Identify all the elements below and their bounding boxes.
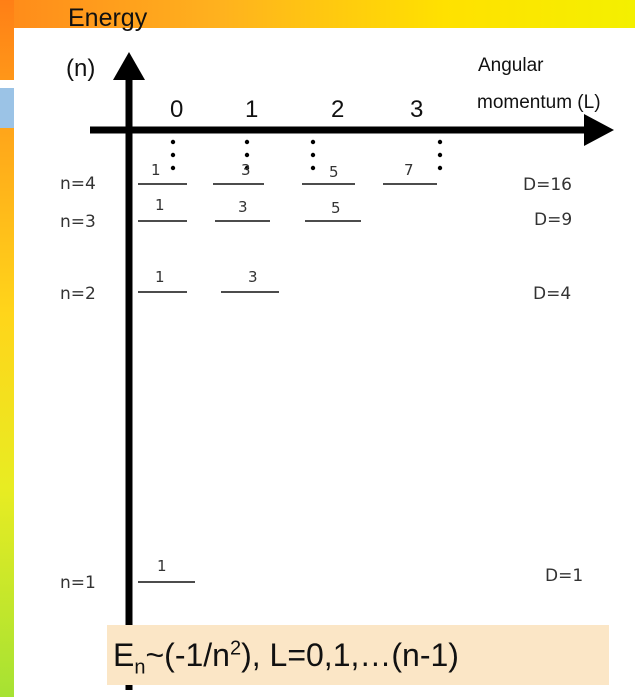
angular-momentum-axis-arrowhead <box>584 114 614 146</box>
left-band-gap <box>0 80 14 88</box>
sublevel-n4-l3: 7 <box>404 161 414 179</box>
degeneracy-n1: D=1 <box>545 566 584 586</box>
x-axis-title-line1: Angular <box>478 55 544 76</box>
sublevel-n4-l1: 3 <box>241 161 251 179</box>
sublevel-n3-l1: 3 <box>238 198 248 216</box>
level-label-n1: n=1 <box>60 573 96 593</box>
continuation-dots <box>170 139 443 171</box>
sublevel-n4-l0: 1 <box>151 161 161 179</box>
degeneracy-n4: D=16 <box>523 175 572 195</box>
sublevel-n2-l1: 3 <box>248 268 258 286</box>
x-tick-1: 1 <box>245 96 259 123</box>
top-gradient-band <box>0 0 635 28</box>
energy-formula: En~(-1/n2), L=0,1,…(n-1) <box>113 637 459 679</box>
y-axis-title: Energy <box>68 4 148 32</box>
formula-box <box>107 625 609 685</box>
y-axis-unit: (n) <box>66 55 96 82</box>
level-label-n2: n=2 <box>60 284 96 304</box>
level-label-n4: n=4 <box>60 174 96 194</box>
left-band-blue-block <box>0 88 14 128</box>
sublevel-n1-l0: 1 <box>157 557 167 575</box>
level-label-n3: n=3 <box>60 212 96 232</box>
sublevel-n2-l0: 1 <box>155 268 165 286</box>
x-tick-2: 2 <box>331 96 345 123</box>
x-tick-0: 0 <box>170 96 184 123</box>
x-tick-3: 3 <box>410 96 424 123</box>
sublevel-n3-l0: 1 <box>155 196 165 214</box>
sublevel-n3-l2: 5 <box>331 199 341 217</box>
sublevel-n4-l2: 5 <box>329 163 339 181</box>
energy-axis-arrowhead <box>113 52 145 80</box>
degeneracy-n2: D=4 <box>533 284 572 304</box>
left-gradient-band <box>0 0 14 697</box>
x-axis-title-line2: momentum (L) <box>477 92 601 113</box>
degeneracy-n3: D=9 <box>534 210 573 230</box>
diagram-canvas <box>14 28 635 697</box>
